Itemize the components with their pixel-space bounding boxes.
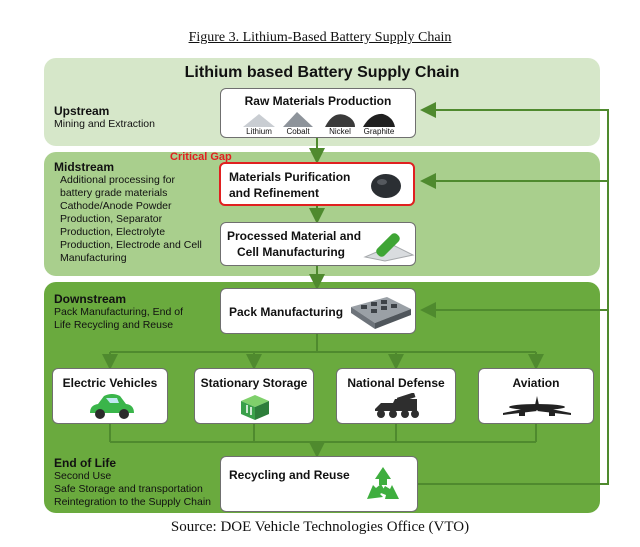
purification-title-line: and Refinement bbox=[229, 186, 320, 200]
material-label-nickel: Nickel bbox=[329, 127, 351, 136]
pack-manufacturing-box[interactable]: Pack Manufacturing bbox=[220, 288, 416, 334]
application-title: Stationary Storage bbox=[200, 376, 308, 390]
downstream-desc: Pack Manufacturing, End of Life Recyclin… bbox=[54, 306, 183, 332]
recycling-title: Recycling and Reuse bbox=[229, 468, 350, 482]
application-title: Aviation bbox=[512, 376, 560, 390]
purification-box[interactable]: Materials Purification and Refinement bbox=[219, 162, 415, 206]
downstream-label: Downstream Pack Manufacturing, End of Li… bbox=[54, 292, 183, 332]
downstream-desc-line: Pack Manufacturing, End of bbox=[54, 306, 183, 318]
battery-storage-icon bbox=[241, 395, 269, 420]
battery-cell-icon bbox=[363, 233, 415, 262]
cell-manufacturing-title-line: Cell Manufacturing bbox=[237, 245, 346, 259]
midstream-desc-line: Production, Electrolyte bbox=[60, 226, 166, 238]
source-note: Source: DOE Vehicle Technologies Office … bbox=[170, 519, 470, 535]
downstream-desc-line: Life Recycling and Reuse bbox=[54, 319, 174, 331]
application-box-electric-vehicles[interactable]: Electric Vehicles bbox=[52, 368, 168, 424]
cell-manufacturing-title: Processed Material and Cell Manufacturin… bbox=[227, 228, 361, 260]
refined-powder-icon bbox=[371, 174, 401, 198]
midstream-desc-line: Cathode/Anode Powder bbox=[60, 200, 172, 212]
application-box-stationary-storage[interactable]: Stationary Storage bbox=[194, 368, 314, 424]
midstream-title: Midstream bbox=[54, 160, 115, 174]
end-of-life-title: End of Life bbox=[54, 456, 116, 470]
end-of-life-label: End of Life Second Use Safe Storage and … bbox=[54, 456, 211, 509]
cell-manufacturing-title-line: Processed Material and bbox=[227, 229, 362, 243]
midstream-desc-line: Production, Separator bbox=[60, 213, 163, 225]
material-label-lithium: Lithium bbox=[246, 127, 272, 136]
end-of-life-desc-line: Safe Storage and transportation bbox=[54, 483, 203, 495]
application-title: Electric Vehicles bbox=[62, 376, 158, 390]
figure-caption: Figure 3. Lithium-Based Battery Supply C… bbox=[188, 30, 452, 45]
purification-title: Materials Purification and Refinement bbox=[229, 169, 350, 201]
downstream-title: Downstream bbox=[54, 292, 127, 306]
end-of-life-desc: Second Use Safe Storage and transportati… bbox=[54, 470, 211, 509]
cell-manufacturing-box[interactable]: Processed Material and Cell Manufacturin… bbox=[220, 222, 416, 266]
critical-gap-label: Critical Gap bbox=[170, 151, 232, 163]
end-of-life-desc-line: Second Use bbox=[54, 470, 112, 482]
raw-materials-title: Raw Materials Production bbox=[244, 94, 392, 108]
airplane-icon bbox=[503, 396, 571, 416]
military-vehicle-icon bbox=[375, 393, 419, 418]
upstream-label: Upstream Mining and Extraction bbox=[54, 104, 155, 131]
car-icon bbox=[90, 394, 134, 419]
diagram-title: Lithium based Battery Supply Chain bbox=[184, 64, 460, 81]
upstream-title: Upstream bbox=[54, 104, 110, 118]
purification-title-line: Materials Purification bbox=[229, 170, 351, 184]
recycle-icon bbox=[367, 467, 399, 499]
application-title: National Defense bbox=[347, 376, 445, 390]
end-of-life-desc-line: Reintegration to the Supply Chain bbox=[54, 496, 212, 508]
midstream-desc-line: Manufacturing bbox=[60, 252, 127, 264]
ore-piles-icon bbox=[243, 112, 395, 127]
midstream-desc-line: battery grade materials bbox=[60, 187, 168, 199]
midstream-label: Midstream Additional processing for batt… bbox=[54, 160, 202, 265]
material-label-cobalt: Cobalt bbox=[286, 127, 310, 136]
application-box-aviation[interactable]: Aviation bbox=[478, 368, 594, 424]
application-box-national-defense[interactable]: National Defense bbox=[336, 368, 456, 424]
midstream-desc: Additional processing for battery grade … bbox=[54, 174, 202, 265]
midstream-desc-line: Production, Electrode and Cell bbox=[60, 239, 202, 251]
recycling-box[interactable]: Recycling and Reuse bbox=[220, 456, 418, 512]
material-label-graphite: Graphite bbox=[363, 127, 395, 136]
midstream-desc-line: Additional processing for bbox=[60, 174, 175, 186]
pack-manufacturing-title: Pack Manufacturing bbox=[229, 305, 344, 319]
battery-pack-icon bbox=[351, 297, 411, 329]
raw-materials-box[interactable]: Raw Materials Production Lithium Cobalt … bbox=[220, 88, 416, 138]
upstream-desc: Mining and Extraction bbox=[54, 118, 155, 130]
